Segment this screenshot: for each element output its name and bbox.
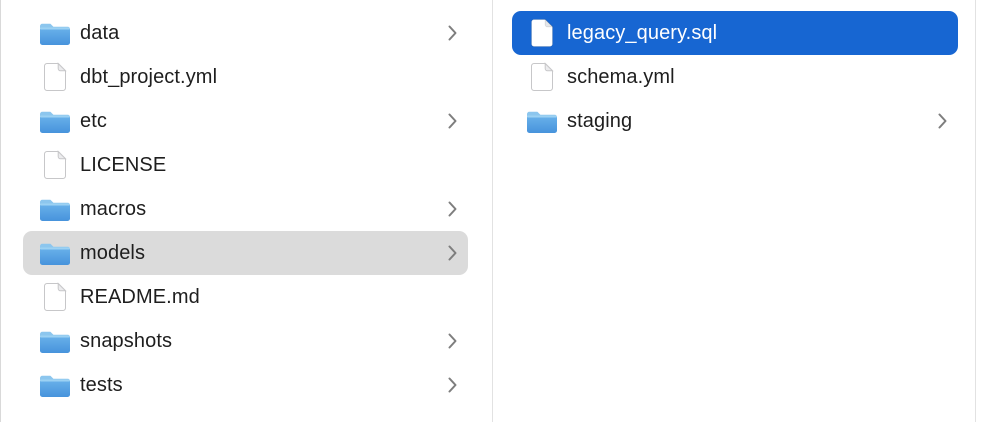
column-models-contents: legacy_query.sql schema.yml staging	[493, 0, 976, 422]
file-row-license[interactable]: LICENSE	[23, 143, 468, 187]
document-icon	[526, 17, 558, 49]
chevron-right-icon	[447, 332, 458, 350]
document-icon	[39, 61, 71, 93]
item-label: etc	[80, 109, 107, 132]
folder-icon	[39, 369, 71, 401]
next-column-sliver	[976, 0, 984, 422]
folder-icon	[526, 105, 558, 137]
item-label: data	[80, 21, 120, 44]
document-icon	[526, 61, 558, 93]
folder-icon	[39, 237, 71, 269]
folder-icon	[39, 105, 71, 137]
file-row-schema-yml[interactable]: schema.yml	[512, 55, 958, 99]
item-label: snapshots	[80, 329, 173, 352]
item-label: README.md	[80, 285, 200, 308]
chevron-right-icon	[447, 112, 458, 130]
item-label: staging	[567, 109, 633, 132]
chevron-right-icon	[447, 200, 458, 218]
item-label: schema.yml	[567, 65, 675, 88]
item-label: models	[80, 241, 146, 264]
folder-row-etc[interactable]: etc	[23, 99, 468, 143]
folder-row-tests[interactable]: tests	[23, 363, 468, 407]
chevron-right-icon	[937, 112, 948, 130]
folder-row-staging[interactable]: staging	[512, 99, 958, 143]
file-row-readme-md[interactable]: README.md	[23, 275, 468, 319]
document-icon	[39, 281, 71, 313]
folder-icon	[39, 325, 71, 357]
folder-row-models[interactable]: models	[23, 231, 468, 275]
chevron-right-icon	[447, 24, 458, 42]
item-label: dbt_project.yml	[80, 65, 218, 88]
folder-row-data[interactable]: data	[23, 11, 468, 55]
file-row-dbt-project-yml[interactable]: dbt_project.yml	[23, 55, 468, 99]
folder-row-snapshots[interactable]: snapshots	[23, 319, 468, 363]
folder-icon	[39, 193, 71, 225]
item-label: legacy_query.sql	[567, 21, 718, 44]
folder-row-macros[interactable]: macros	[23, 187, 468, 231]
item-label: tests	[80, 373, 123, 396]
folder-icon	[39, 17, 71, 49]
document-icon	[39, 149, 71, 181]
item-label: LICENSE	[80, 153, 167, 176]
item-label: macros	[80, 197, 147, 220]
file-row-legacy-query-sql[interactable]: legacy_query.sql	[512, 11, 958, 55]
chevron-right-icon	[447, 244, 458, 262]
chevron-right-icon	[447, 376, 458, 394]
